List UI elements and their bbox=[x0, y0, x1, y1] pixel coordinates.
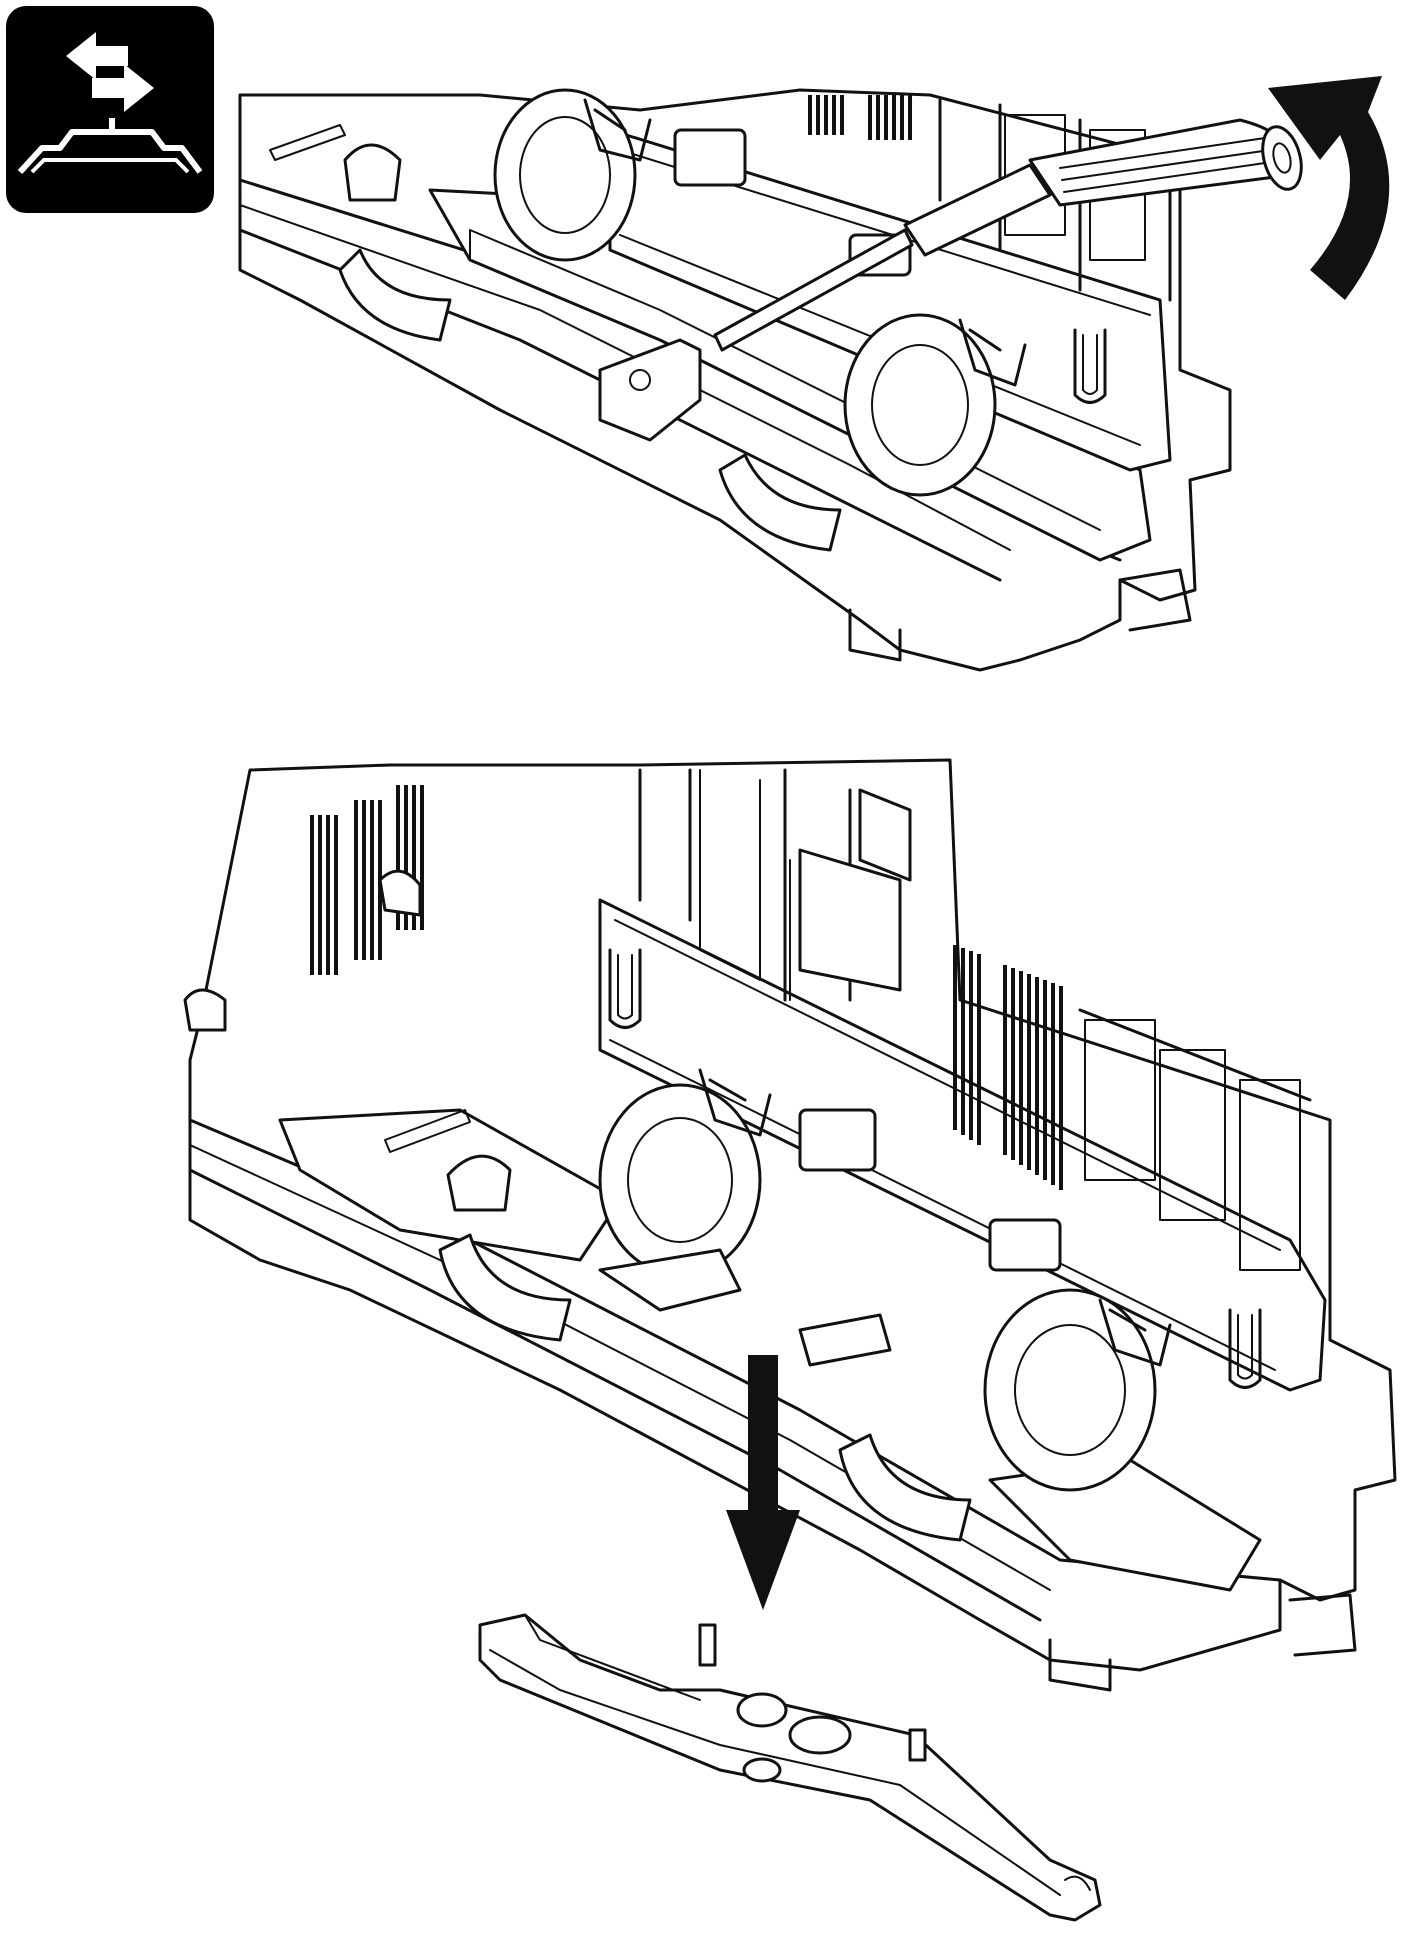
curved-arrow-icon bbox=[1268, 76, 1390, 300]
wheel bbox=[338, 248, 452, 342]
locomotive-underside-top bbox=[238, 88, 1232, 672]
wheel bbox=[843, 313, 997, 497]
panel-1-pry-off bbox=[238, 76, 1390, 672]
vent-grille bbox=[808, 95, 912, 140]
down-arrow-icon bbox=[726, 1355, 800, 1610]
screwdriver-icon bbox=[713, 118, 1303, 352]
wheel bbox=[838, 1433, 972, 1542]
wheel bbox=[598, 1083, 762, 1277]
vent-grille bbox=[953, 945, 1063, 1190]
maker-logo bbox=[384, 1109, 471, 1153]
panel-2-remove bbox=[183, 758, 1397, 1922]
maker-logo bbox=[269, 124, 346, 161]
wheel bbox=[718, 453, 842, 552]
coupler-shaft bbox=[478, 1613, 1102, 1922]
wheel bbox=[493, 88, 637, 262]
locomotive-underside-bottom bbox=[183, 758, 1397, 1692]
coupling-swap-icon bbox=[6, 6, 214, 213]
wheel bbox=[438, 1233, 572, 1342]
